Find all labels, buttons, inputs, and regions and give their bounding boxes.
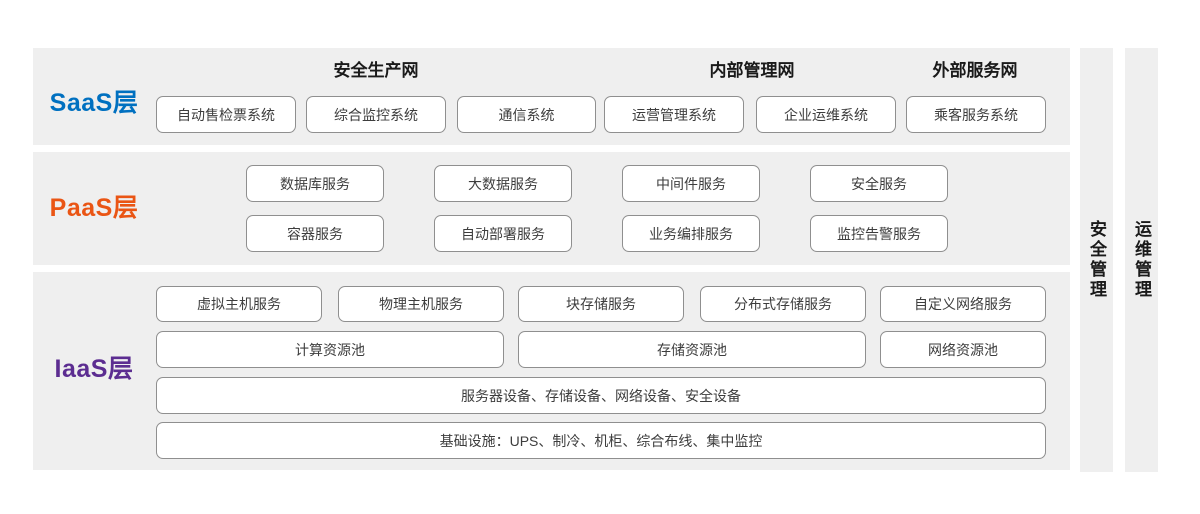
paas-box: 自动部署服务 [434, 215, 572, 252]
paas-box: 业务编排服务 [622, 215, 760, 252]
iaas-box: 物理主机服务 [338, 286, 504, 322]
ops-management-label: 运维管理 [1132, 220, 1151, 300]
iaas-infrastructure-box: 基础设施：UPS、制冷、机柜、综合布线、集中监控 [156, 422, 1046, 459]
paas-box: 监控告警服务 [810, 215, 948, 252]
saas-box: 运营管理系统 [604, 96, 744, 133]
iaas-resource-pool-box: 网络资源池 [880, 331, 1046, 368]
saas-box: 综合监控系统 [306, 96, 446, 133]
security-management-label: 安全管理 [1087, 220, 1106, 300]
ops-management-bar: 运维管理 [1125, 48, 1158, 472]
paas-box: 容器服务 [246, 215, 384, 252]
iaas-box: 自定义网络服务 [880, 286, 1046, 322]
saas-box: 乘客服务系统 [906, 96, 1046, 133]
paas-box: 大数据服务 [434, 165, 572, 202]
paas-box: 中间件服务 [622, 165, 760, 202]
paas-box: 数据库服务 [246, 165, 384, 202]
saas-box: 通信系统 [457, 96, 596, 133]
iaas-box: 块存储服务 [518, 286, 684, 322]
iaas-equipment-box: 服务器设备、存储设备、网络设备、安全设备 [156, 377, 1046, 414]
network-group-title: 安全生产网 [333, 61, 419, 80]
iaas-box: 虚拟主机服务 [156, 286, 322, 322]
iaas-layer-label: IaaS层 [54, 355, 134, 383]
iaas-resource-pool-box: 存储资源池 [518, 331, 866, 368]
saas-box: 自动售检票系统 [156, 96, 296, 133]
paas-box: 安全服务 [810, 165, 948, 202]
paas-layer-label: PaaS层 [49, 194, 139, 222]
network-group-title: 外部服务网 [932, 61, 1018, 80]
iaas-box: 分布式存储服务 [700, 286, 866, 322]
iaas-resource-pool-box: 计算资源池 [156, 331, 504, 368]
security-management-bar: 安全管理 [1080, 48, 1113, 472]
network-group-title: 内部管理网 [709, 61, 795, 80]
saas-layer-label: SaaS层 [49, 89, 139, 117]
saas-box: 企业运维系统 [756, 96, 896, 133]
